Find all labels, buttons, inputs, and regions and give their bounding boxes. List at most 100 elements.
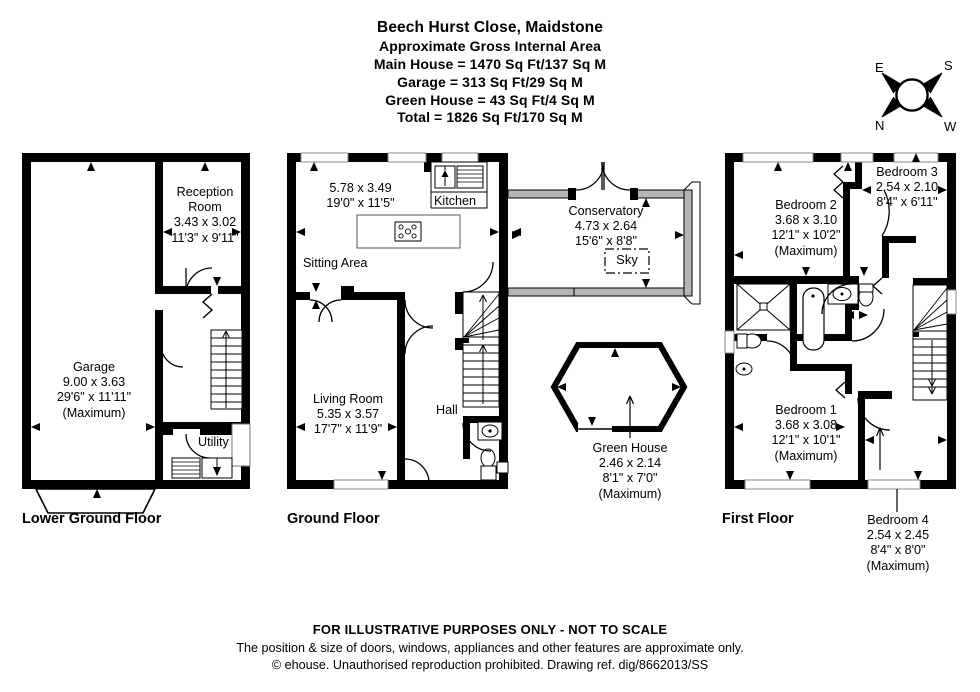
conservatory-sky-label: Sky — [605, 252, 649, 268]
header-main-house-area: Main House = 1470 Sq Ft/137 Sq M — [373, 55, 607, 72]
compass-label-e: E — [875, 60, 884, 75]
greenhouse-outline — [550, 342, 688, 432]
lower-dimension-arrows — [31, 162, 241, 498]
plan-first-floor — [724, 152, 957, 512]
reception-name2: Room — [188, 200, 222, 215]
bedroom4-metric: 2.54 x 2.45 — [866, 528, 930, 543]
footer-note: The position & size of doors, windows, a… — [236, 641, 744, 655]
conservatory-metric: 4.73 x 2.64 — [574, 219, 638, 234]
bedroom4-imperial: 8'4" x 8'0" — [870, 543, 926, 558]
room-dims-sitting-area: 5.78 x 3.49 19'0" x 11'5" — [303, 181, 418, 211]
conservatory-french-doors — [575, 161, 631, 191]
bedroom4-name: Bedroom 4 — [867, 513, 929, 527]
greenhouse-name: Green House — [592, 441, 668, 455]
living-metric: 5.35 x 3.57 — [316, 407, 380, 422]
utility-appliances — [171, 457, 233, 479]
plan-green-house — [550, 342, 688, 438]
page-title: Beech Hurst Close, Maidstone — [377, 19, 603, 36]
garage-note: (Maximum) — [62, 405, 126, 420]
compass-label-w: W — [944, 119, 957, 134]
reception-imperial: 11'3" x 9'11" — [171, 230, 239, 245]
room-label-reception: Reception Room 3.43 x 3.02 11'3" x 9'11" — [150, 185, 260, 246]
sitting-metric: 5.78 x 3.49 — [329, 181, 392, 195]
conservatory-sky-box — [604, 248, 650, 274]
room-label-bedroom-3: Bedroom 3 2.54 x 2.10 8'4" x 6'11" — [866, 165, 948, 211]
sitting-imperial: 19'0" x 11'5" — [326, 196, 395, 211]
greenhouse-metric: 2.46 x 2.14 — [598, 456, 662, 471]
ground-walls — [287, 153, 508, 489]
bathroom-fittings — [802, 283, 874, 351]
bedroom3-name: Bedroom 3 — [876, 165, 938, 179]
living-name: Living Room — [313, 392, 383, 406]
ground-doors — [309, 261, 494, 484]
bedroom1-name: Bedroom 1 — [775, 403, 837, 417]
room-label-hall: Hall — [436, 403, 458, 418]
kitchen-island — [356, 214, 461, 249]
garage-name: Garage — [72, 360, 115, 374]
lower-walls — [22, 153, 250, 489]
utility-name: Utility — [198, 435, 229, 449]
kitchen-fittings — [430, 161, 488, 209]
room-label-green-house: Green House 2.46 x 2.14 8'1" x 7'0" (Max… — [574, 441, 686, 502]
header-total-area: Total = 1826 Sq Ft/170 Sq M — [397, 109, 583, 126]
plan-ground-floor — [287, 152, 521, 490]
bedroom2-name: Bedroom 2 — [775, 198, 837, 212]
kitchen-name: Kitchen — [434, 194, 477, 208]
room-label-garage: Garage 9.00 x 3.63 29'6" x 11'11" (Maxim… — [39, 360, 149, 421]
header-block: Beech Hurst Close, Maidstone Approximate… — [0, 18, 980, 127]
shower-room-fittings — [735, 283, 791, 376]
sky-text: Sky — [616, 252, 638, 267]
reception-name: Reception — [176, 185, 234, 199]
bedroom2-metric: 3.68 x 3.10 — [774, 213, 838, 228]
reception-metric: 3.43 x 3.02 — [173, 215, 237, 230]
floor-label-ground: Ground Floor — [287, 511, 380, 527]
bedroom4-note: (Maximum) — [866, 558, 930, 573]
room-label-kitchen: Kitchen — [434, 194, 476, 209]
greenhouse-note: (Maximum) — [598, 486, 662, 501]
ground-staircase — [462, 291, 500, 408]
header-subtitle: Approximate Gross Internal Area — [379, 37, 601, 54]
compass-rose: E S N W — [860, 52, 964, 138]
bedroom3-metric: 2.54 x 2.10 — [875, 180, 939, 195]
first-dimension-arrows — [734, 153, 947, 480]
room-label-bedroom-4: Bedroom 4 2.54 x 2.45 8'4" x 8'0" (Maxim… — [848, 513, 948, 574]
room-label-conservatory: Conservatory 4.73 x 2.64 15'6" x 8'8" — [551, 204, 661, 250]
bedroom1-imperial: 12'1" x 10'1" — [771, 433, 841, 448]
first-staircase — [912, 284, 948, 401]
lower-staircase — [210, 329, 243, 410]
cloakroom-fittings — [477, 421, 509, 481]
footer-block: FOR ILLUSTRATIVE PURPOSES ONLY - NOT TO … — [0, 622, 980, 672]
floor-label-lower-ground: Lower Ground Floor — [22, 511, 162, 527]
conservatory-walls — [507, 181, 701, 305]
conservatory-dimension-arrows — [512, 198, 684, 288]
bedroom2-imperial: 12'1" x 10'2" — [771, 228, 841, 243]
lower-windows — [231, 423, 251, 467]
header-garage-area: Garage = 313 Sq Ft/29 Sq M — [397, 73, 583, 90]
bedroom4-leader-line — [875, 427, 885, 470]
bedroom1-note: (Maximum) — [774, 448, 838, 463]
first-doors — [766, 165, 891, 431]
room-label-bedroom-1: Bedroom 1 3.68 x 3.08 12'1" x 10'1" (Max… — [750, 403, 862, 464]
sitting-name: Sitting Area — [303, 256, 368, 270]
header-greenhouse-area: Green House = 43 Sq Ft/4 Sq M — [385, 91, 595, 108]
bedroom3-imperial: 8'4" x 6'11" — [876, 195, 938, 210]
bedroom1-metric: 3.68 x 3.08 — [774, 418, 838, 433]
floor-label-first: First Floor — [722, 511, 794, 527]
room-label-sitting-area: Sitting Area — [303, 256, 367, 271]
plan-conservatory — [507, 161, 701, 305]
room-label-living-room: Living Room 5.35 x 3.57 17'7" x 11'9" — [298, 392, 398, 438]
living-imperial: 17'7" x 11'9" — [313, 422, 383, 437]
greenhouse-leader-line — [625, 395, 635, 438]
greenhouse-imperial: 8'1" x 7'0" — [602, 471, 658, 486]
room-label-utility: Utility — [198, 435, 229, 450]
footer-copyright: © ehouse. Unauthorised reproduction proh… — [271, 658, 709, 672]
compass-label-n: N — [875, 118, 884, 133]
ground-windows — [300, 152, 479, 490]
room-label-bedroom-2: Bedroom 2 3.68 x 3.10 12'1" x 10'2" (Max… — [750, 198, 862, 259]
hall-name: Hall — [436, 403, 458, 417]
greenhouse-dimension-arrows — [557, 348, 681, 426]
conservatory-name: Conservatory — [568, 204, 644, 218]
compass-label-s: S — [944, 58, 953, 73]
